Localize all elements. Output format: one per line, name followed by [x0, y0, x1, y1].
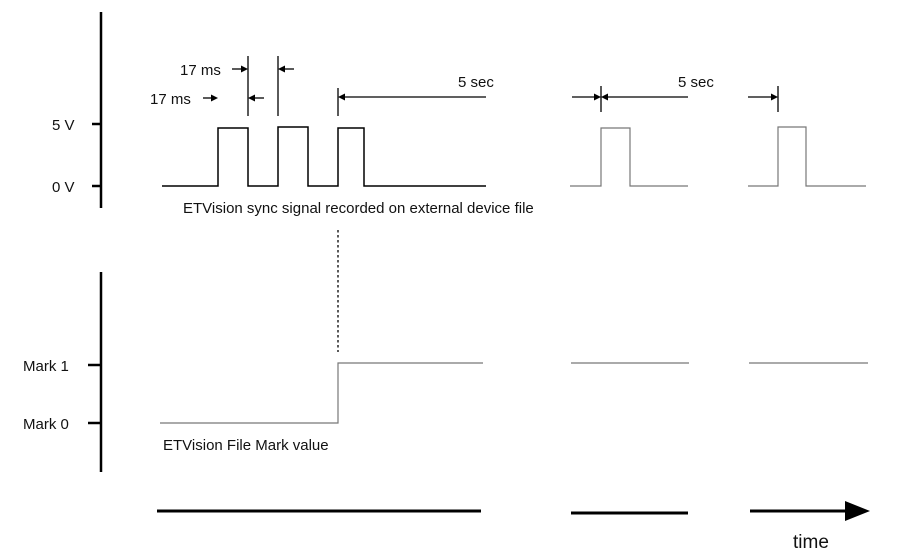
arrowhead-17ms-lower-right [211, 94, 218, 102]
arrowhead-17ms-upper-right [241, 65, 248, 73]
bottom-caption: ETVision File Mark value [163, 437, 329, 454]
arrowhead-17ms-upper-left [278, 65, 285, 73]
label-mark-0: Mark 0 [23, 416, 69, 433]
label-5v: 5 V [52, 117, 75, 134]
arrowhead-5sec-2-out [601, 93, 608, 101]
label-5sec-2: 5 sec [678, 74, 714, 91]
label-0v: 0 V [52, 179, 75, 196]
sync-pulse-train [162, 126, 486, 187]
sync-pulse-3 [748, 126, 866, 187]
arrowhead-5sec-2-in [594, 93, 601, 101]
label-mark-1: Mark 1 [23, 358, 69, 375]
arrowhead-17ms-lower-left [248, 94, 255, 102]
arrowhead-pulse-3-in [771, 93, 778, 101]
label-5sec-1: 5 sec [458, 74, 494, 91]
arrowhead-5sec-1 [338, 93, 345, 101]
top-panel: 5 V 0 V ETVision sync signal recorded on… [52, 12, 866, 217]
label-17ms-lower: 17 ms [150, 91, 191, 108]
label-17ms-upper: 17 ms [180, 62, 221, 79]
sync-pulse-2 [570, 127, 688, 187]
time-arrow-icon [845, 501, 870, 521]
mark-value-step [160, 362, 483, 424]
time-label: time [793, 532, 829, 553]
top-caption: ETVision sync signal recorded on externa… [183, 200, 534, 217]
bottom-panel: Mark 1 Mark 0 ETVision File Mark value [23, 272, 868, 472]
time-axis: time [157, 501, 870, 553]
